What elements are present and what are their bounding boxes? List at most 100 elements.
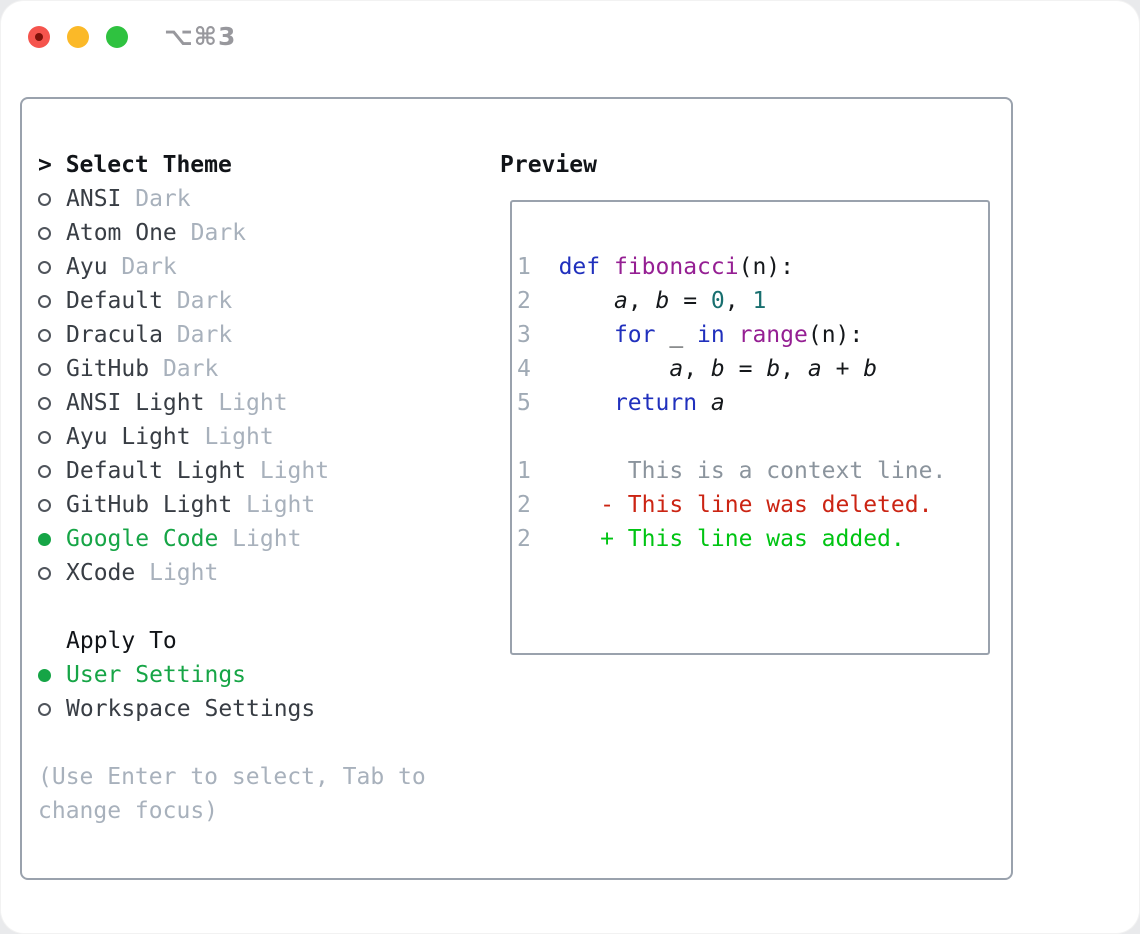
radio-icon <box>38 192 51 206</box>
code-line <box>517 420 988 454</box>
option-variant-label: Light <box>204 390 288 416</box>
code-token: , <box>683 356 711 382</box>
code-token: b <box>766 356 781 382</box>
code-token: , <box>724 288 753 314</box>
code-token: b <box>655 288 670 314</box>
code-token: return <box>613 390 698 416</box>
option-variant-label: Dark <box>107 254 177 280</box>
option-variant-label: Dark <box>121 186 191 212</box>
code-line: 2 a, b = 0, 1 <box>517 284 988 318</box>
code-line: 1 This is a context line. <box>517 454 988 488</box>
radio-icon <box>38 396 51 410</box>
theme-option-ansi[interactable]: ANSI Dark <box>22 182 492 216</box>
radio-icon <box>38 294 51 308</box>
option-variant-label: Light <box>246 458 330 484</box>
line-number: 2 <box>517 288 531 314</box>
code-token: a <box>807 356 822 382</box>
apply-option-workspace-settings[interactable]: Workspace Settings <box>22 692 492 726</box>
option-label: ANSI Light <box>66 390 205 416</box>
code-token: 1 <box>752 288 767 314</box>
line-number: 1 <box>517 254 531 280</box>
option-label: GitHub <box>66 356 150 382</box>
option-label: GitHub Light <box>66 492 233 518</box>
radio-icon <box>38 498 51 512</box>
code-token: (n): <box>807 322 864 348</box>
theme-option-xcode[interactable]: XCode Light <box>22 556 492 590</box>
code-token: + <box>821 356 864 382</box>
select-theme-title: Select Theme <box>65 152 232 178</box>
option-label: Default <box>66 288 163 314</box>
code-token <box>725 322 739 348</box>
code-token: , <box>627 288 656 314</box>
select-theme-header: >Select Theme <box>38 148 232 182</box>
close-button[interactable] <box>28 26 50 48</box>
theme-option-ayu-light[interactable]: Ayu Light Light <box>22 420 492 454</box>
code-token: in <box>697 322 725 348</box>
option-label: Ayu <box>66 254 108 280</box>
radio-icon <box>38 328 51 342</box>
option-label: Dracula <box>66 322 163 348</box>
code-token: a <box>710 390 725 416</box>
radio-icon <box>38 430 51 444</box>
radio-icon <box>38 260 51 274</box>
line-number: 3 <box>517 322 531 348</box>
theme-option-google-code[interactable]: Google Code Light <box>22 522 492 556</box>
option-variant-label: Dark <box>162 322 233 348</box>
option-label: Default Light <box>66 458 247 484</box>
theme-option-default[interactable]: Default Dark <box>22 284 492 318</box>
code-token: b <box>710 356 725 382</box>
line-number: 1 <box>517 458 531 484</box>
radio-icon <box>38 464 51 478</box>
code-line: 3 for _ in range(n): <box>517 318 988 352</box>
radio-selected-icon <box>38 532 51 546</box>
theme-option-default-light[interactable]: Default Light Light <box>22 454 492 488</box>
theme-option-ansi-light[interactable]: ANSI Light Light <box>22 386 492 420</box>
radio-icon <box>38 702 51 716</box>
code-line: 1 def fibonacci(n): <box>517 250 988 284</box>
code-token: - This line was deleted. <box>530 492 933 518</box>
theme-option-github[interactable]: GitHub Dark <box>22 352 492 386</box>
code-token <box>531 356 669 382</box>
code-token: for <box>613 322 656 348</box>
code-line: 5 return a <box>517 386 988 420</box>
code-line: 4 a, b = b, a + b <box>517 352 988 386</box>
option-label: User Settings <box>66 662 247 688</box>
radio-icon <box>38 566 51 580</box>
code-token: + This line was added. <box>530 526 905 552</box>
code-token: , <box>780 356 808 382</box>
code-token: = <box>724 356 767 382</box>
code-token: 0 <box>710 288 725 314</box>
radio-icon <box>38 226 51 240</box>
option-variant-label: Light <box>135 560 219 586</box>
radio-selected-icon <box>38 668 51 682</box>
theme-option-github-light[interactable]: GitHub Light Light <box>22 488 492 522</box>
zoom-button[interactable] <box>106 26 128 48</box>
theme-option-ayu[interactable]: Ayu Dark <box>22 250 492 284</box>
theme-option-dracula[interactable]: Dracula Dark <box>22 318 492 352</box>
option-label: ANSI <box>66 186 122 212</box>
code-token: = <box>669 288 711 314</box>
option-variant-label: Dark <box>149 356 219 382</box>
option-variant-label: Light <box>190 424 274 450</box>
code-token: def <box>558 254 601 280</box>
theme-option-atom-one[interactable]: Atom One Dark <box>22 216 492 250</box>
option-label: Workspace Settings <box>66 696 316 722</box>
code-token <box>697 390 711 416</box>
radio-icon <box>38 362 51 376</box>
preview-title: Preview <box>500 152 597 178</box>
code-token <box>600 254 614 280</box>
apply-to-header: Apply To <box>66 628 177 654</box>
minimize-button[interactable] <box>67 26 89 48</box>
window-shortcut-label: ⌥⌘3 <box>164 22 237 51</box>
code-token: (n): <box>738 254 794 280</box>
code-token: a <box>669 356 684 382</box>
code-token: _ <box>655 322 698 348</box>
code-token: b <box>863 356 878 382</box>
option-variant-label: Dark <box>176 220 247 246</box>
apply-option-user-settings[interactable]: User Settings <box>22 658 492 692</box>
